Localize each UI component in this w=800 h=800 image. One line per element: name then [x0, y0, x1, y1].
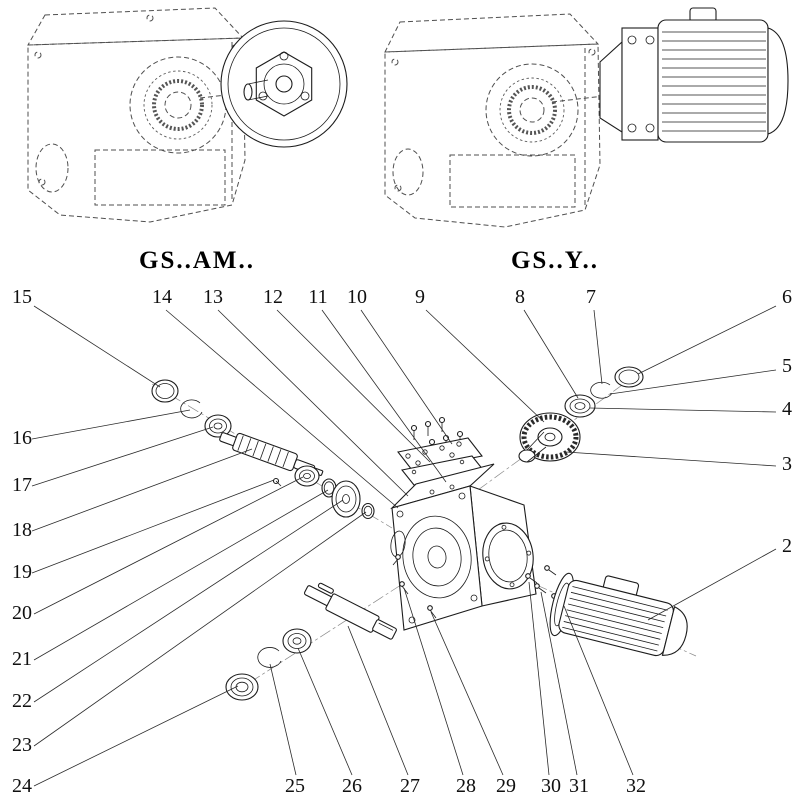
leader-line-24 [33, 685, 239, 787]
leader-line-23 [33, 511, 367, 747]
label-gs-am: GS..AM.. [139, 247, 255, 274]
callout-14: 14 [152, 286, 172, 308]
leader-line-32 [563, 605, 634, 776]
callout-15: 15 [12, 286, 32, 308]
callout-24: 24 [12, 775, 32, 797]
input-shim-ring [151, 379, 179, 403]
output-circlip [257, 647, 282, 668]
callout-22: 22 [12, 690, 32, 712]
gear-circlip [590, 381, 613, 399]
leader-line-28 [403, 587, 464, 776]
motor-flange-ring [482, 522, 534, 590]
callout-11: 11 [308, 286, 327, 308]
callout-5: 5 [782, 355, 792, 377]
leader-line-4 [589, 407, 777, 413]
callout-12: 12 [263, 286, 283, 308]
callout-2: 2 [782, 535, 792, 557]
leader-line-18 [31, 448, 253, 532]
callout-16: 16 [12, 427, 32, 449]
gs-y-drawing [384, 7, 789, 228]
input-bearing-rear [294, 465, 320, 487]
callout-13: 13 [203, 286, 223, 308]
housing-screw-b [427, 605, 437, 619]
callout-7: 7 [586, 286, 596, 308]
callout-8: 8 [515, 286, 525, 308]
helical-gear [518, 412, 581, 463]
leader-line-7 [593, 309, 603, 385]
callout-30: 30 [541, 775, 561, 797]
leader-line-17 [31, 426, 214, 487]
leader-line-20 [33, 476, 304, 615]
leader-line-19 [31, 479, 275, 574]
dowel-pin [272, 477, 282, 487]
callout-10: 10 [347, 286, 367, 308]
leader-line-26 [297, 647, 353, 776]
output-key [317, 582, 334, 594]
leader-line-22 [33, 499, 344, 703]
leader-line-13 [217, 309, 409, 497]
callout-20: 20 [12, 602, 32, 624]
leader-line-2 [647, 548, 777, 621]
leader-line-31 [540, 591, 578, 776]
callout-18: 18 [12, 519, 32, 541]
gear-shim-ring [614, 366, 644, 388]
leader-line-29 [430, 611, 504, 776]
callout-28: 28 [456, 775, 476, 797]
leader-line-14 [165, 309, 399, 509]
am-output-flange [220, 20, 348, 148]
output-seal [225, 673, 259, 701]
callout-9: 9 [415, 286, 425, 308]
output-shaft [303, 585, 397, 640]
callout-25: 25 [285, 775, 305, 797]
leader-line-6 [637, 305, 777, 375]
exploded-view [151, 366, 697, 701]
callout-31: 31 [569, 775, 589, 797]
callout-32: 32 [626, 775, 646, 797]
leader-line-16 [31, 409, 191, 440]
callout-3: 3 [782, 453, 792, 475]
callout-21: 21 [12, 648, 32, 670]
leader-line-30 [528, 581, 550, 776]
output-bearing [282, 628, 312, 654]
leader-line-3 [565, 451, 777, 467]
leader-line-11 [321, 309, 447, 483]
input-end-disc [331, 480, 361, 518]
leader-line-21 [33, 489, 329, 661]
housing-screw-a [399, 581, 409, 595]
gear-bearing [564, 394, 596, 418]
leader-line-25 [269, 663, 297, 776]
leader-line-15 [33, 305, 161, 388]
callout-17: 17 [12, 474, 32, 496]
input-circlip [180, 399, 203, 419]
cover-bolts [410, 416, 464, 454]
leader-line-9 [425, 309, 545, 423]
cover-plate [397, 437, 483, 471]
vent-plug [392, 554, 401, 566]
y-motor-drawing [599, 7, 789, 143]
leader-line-27 [347, 625, 409, 776]
callout-6: 6 [782, 286, 792, 308]
leader-line-10 [360, 309, 453, 445]
motor-assembly [549, 572, 688, 657]
label-gs-y: GS..Y.. [511, 247, 599, 274]
callout-26: 26 [342, 775, 362, 797]
callout-4: 4 [782, 398, 792, 420]
callout-29: 29 [496, 775, 516, 797]
callout-23: 23 [12, 734, 32, 756]
callout-19: 19 [12, 561, 32, 583]
input-bearing-front [204, 414, 232, 438]
callout-27: 27 [400, 775, 420, 797]
leader-line-8 [523, 309, 579, 399]
leader-line-12 [276, 309, 431, 463]
leader-line-5 [609, 369, 777, 395]
input-small-ring [361, 502, 375, 520]
gs-am-drawing [27, 7, 348, 223]
